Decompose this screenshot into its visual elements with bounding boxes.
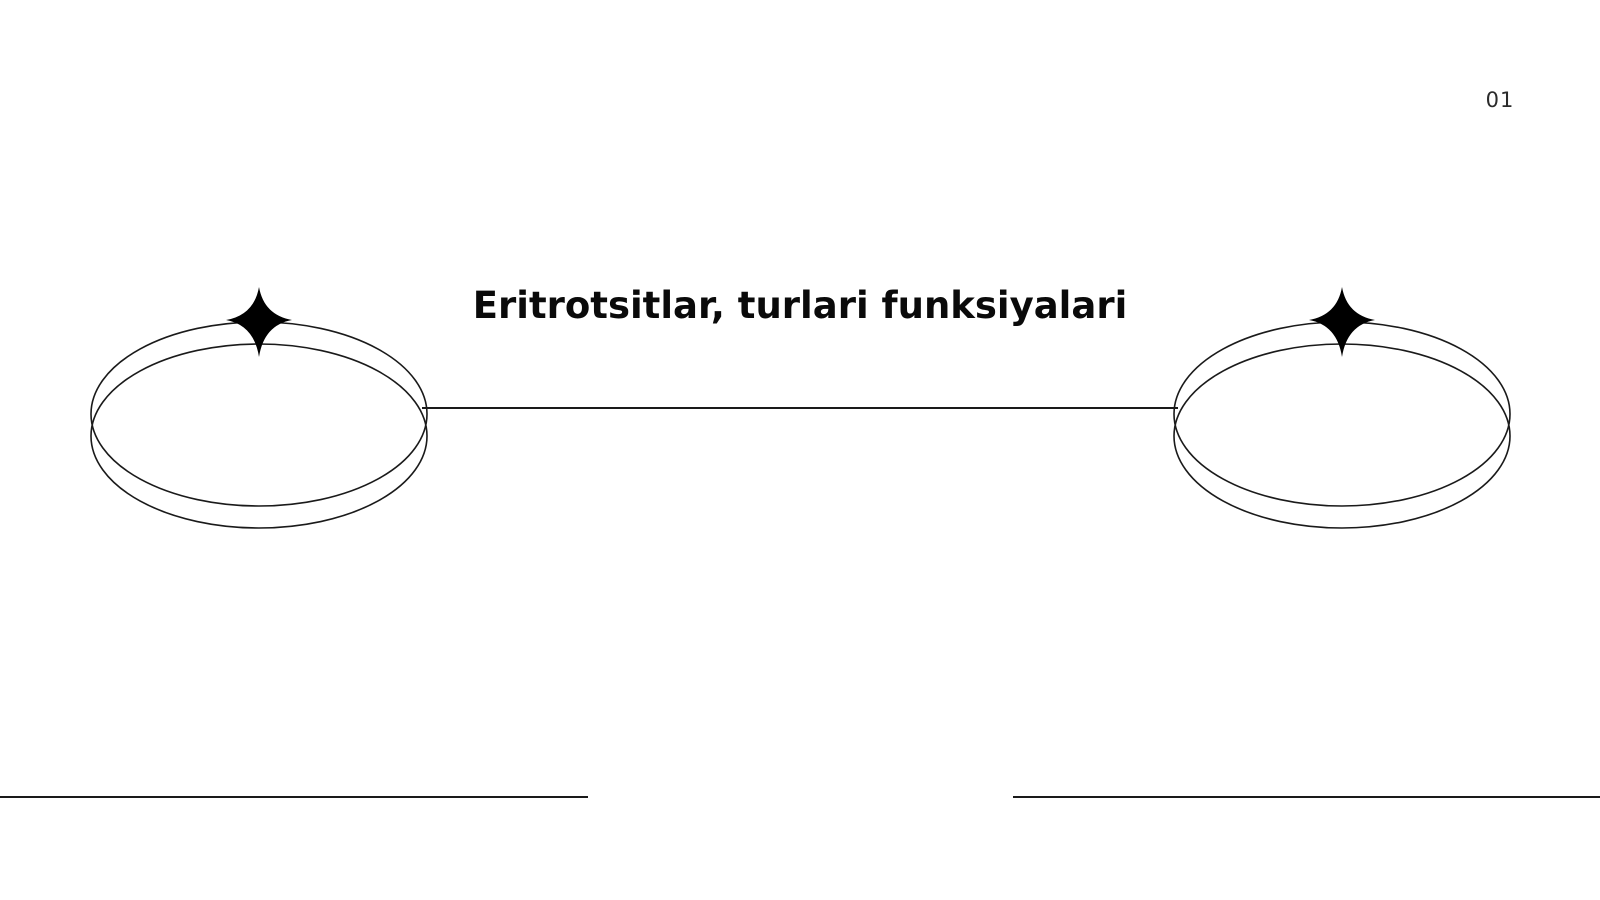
slide-title: Eritrotsitlar, turlari funksiyalari [472, 284, 1128, 327]
ring-with-sparkle-icon-right [1173, 287, 1511, 529]
sparkle-icon [1309, 287, 1375, 357]
ring-lower-ellipse [1173, 343, 1511, 529]
sparkle-icon [226, 287, 292, 357]
ring-with-sparkle-icon-left [90, 287, 428, 529]
page-number: 01 [1485, 88, 1515, 112]
ring-lower-ellipse [90, 343, 428, 529]
